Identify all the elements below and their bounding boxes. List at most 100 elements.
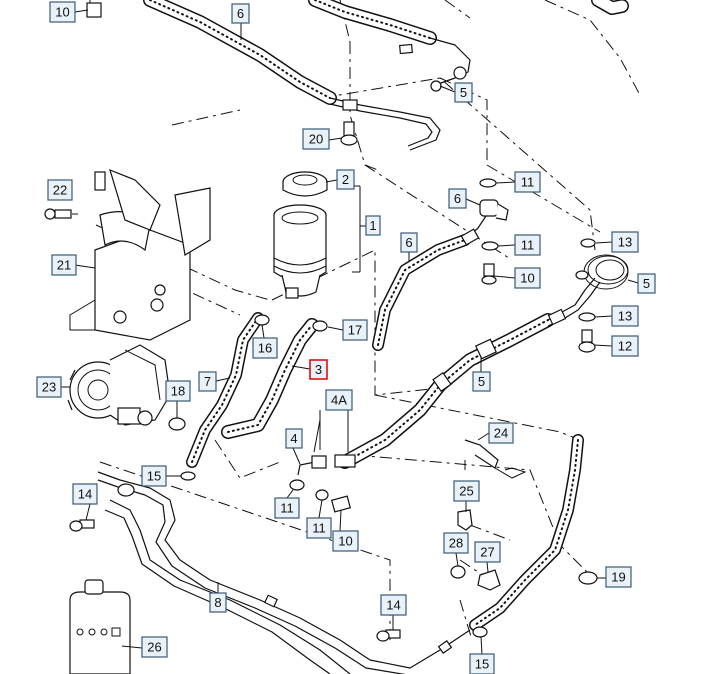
callout-text: 27 <box>480 545 494 560</box>
parts <box>44 0 629 674</box>
callout-text: 5 <box>643 276 650 291</box>
callout-11-d: 11 <box>306 517 332 539</box>
callout-text: 14 <box>386 598 400 613</box>
callout-text: 2 <box>342 172 349 187</box>
callout-text: 11 <box>521 238 535 253</box>
callout-text: 10 <box>338 534 352 549</box>
callout-4: 4 <box>285 428 303 449</box>
callout-15-b: 15 <box>469 653 495 674</box>
callout-text: 12 <box>618 339 632 354</box>
hoses <box>143 0 629 631</box>
bolt-20 <box>340 121 358 146</box>
clip-25 <box>457 509 473 531</box>
callout-text: 13 <box>618 309 632 324</box>
pipes <box>97 37 601 674</box>
hose-6-middle <box>372 234 471 351</box>
reservoir-cap <box>282 171 328 197</box>
clip-top <box>342 43 467 111</box>
hose-3 <box>221 318 319 439</box>
fitting-b <box>460 228 480 246</box>
hose-19 <box>469 434 584 631</box>
callout-text: 17 <box>348 323 362 338</box>
callout-5-c: 5 <box>472 371 491 392</box>
callout-20: 20 <box>302 128 330 150</box>
bolt-10-top <box>86 0 102 18</box>
callout-4A: 4A <box>325 389 353 411</box>
clamp-17 <box>312 320 328 332</box>
washer-13 <box>578 312 596 322</box>
hose-top-corner <box>591 0 629 15</box>
callout-7: 7 <box>198 371 217 392</box>
callout-text: 6 <box>454 191 461 206</box>
clamp-18 <box>168 417 186 431</box>
callout-10-b: 10 <box>514 267 541 289</box>
banjo-fitting-4 <box>289 454 356 513</box>
washer-19 <box>578 571 598 585</box>
callout-text: 6 <box>405 235 412 250</box>
callout-text: 15 <box>475 657 489 672</box>
callout-text: 4A <box>331 393 347 408</box>
callout-text: 28 <box>449 536 463 551</box>
clamp-15-bottom <box>472 626 488 638</box>
callout-text: 13 <box>618 235 632 250</box>
callout-text: 1 <box>369 218 376 233</box>
callout-text: 25 <box>459 484 473 499</box>
callout-text: 23 <box>42 380 56 395</box>
callout-27: 27 <box>474 541 501 563</box>
bolt-14-right <box>376 629 401 642</box>
bracket-27 <box>477 569 501 591</box>
callout-14-right: 14 <box>380 594 407 616</box>
callout-16: 16 <box>252 337 278 359</box>
callout-text: 16 <box>258 341 272 356</box>
bolt-12 <box>578 329 596 353</box>
fitting-c <box>432 371 452 393</box>
callout-15-a: 15 <box>141 465 167 487</box>
callout-13-b: 13 <box>611 305 639 327</box>
callout-11-b: 11 <box>514 234 541 256</box>
callout-6-c: 6 <box>400 232 418 253</box>
callout-text: 5 <box>478 374 485 389</box>
callout-text: 20 <box>309 132 323 147</box>
callout-11-a: 11 <box>514 171 541 193</box>
callout-text: 11 <box>521 175 535 190</box>
clamp-16 <box>254 314 270 326</box>
callout-text: 21 <box>57 258 71 273</box>
clamp-15 <box>180 471 196 481</box>
hose-7 <box>186 312 264 468</box>
callout-1: 1 <box>365 215 381 236</box>
callout-labels: 10 6 5 20 2 1 11 6 11 10 13 5 13 12 22 2… <box>36 1 656 674</box>
callout-21: 21 <box>51 254 77 276</box>
callout-text: 14 <box>78 487 92 502</box>
fitting-d <box>474 338 498 360</box>
mount-bracket-21 <box>44 168 211 341</box>
callout-23: 23 <box>36 376 62 398</box>
coil-hose-5 <box>575 238 629 290</box>
callout-text: 5 <box>460 85 467 100</box>
callout-6-b: 6 <box>448 188 467 209</box>
callout-18: 18 <box>165 380 191 402</box>
callout-text: 26 <box>147 640 161 655</box>
callout-24: 24 <box>488 422 514 444</box>
callout-25: 25 <box>453 480 480 502</box>
callout-10-top: 10 <box>49 1 76 23</box>
callout-26: 26 <box>141 636 168 658</box>
bracket-6-right <box>479 178 509 285</box>
callout-text: 8 <box>214 595 221 610</box>
callout-text: 11 <box>312 521 326 536</box>
nut-28 <box>450 565 466 579</box>
hose-top-right <box>308 0 437 45</box>
callout-19: 19 <box>605 566 632 588</box>
callout-text: 11 <box>280 501 294 516</box>
fluid-reservoir <box>273 204 327 299</box>
callout-17: 17 <box>342 319 368 341</box>
bolt-14-left <box>69 483 135 532</box>
callout-12: 12 <box>611 335 639 357</box>
callout-8: 8 <box>209 592 227 613</box>
clip-24 <box>464 439 527 479</box>
fitting-a <box>547 308 567 326</box>
callout-6-top: 6 <box>231 3 250 24</box>
callout-22: 22 <box>47 179 73 201</box>
callout-text: 18 <box>171 384 185 399</box>
callout-2: 2 <box>336 169 355 190</box>
